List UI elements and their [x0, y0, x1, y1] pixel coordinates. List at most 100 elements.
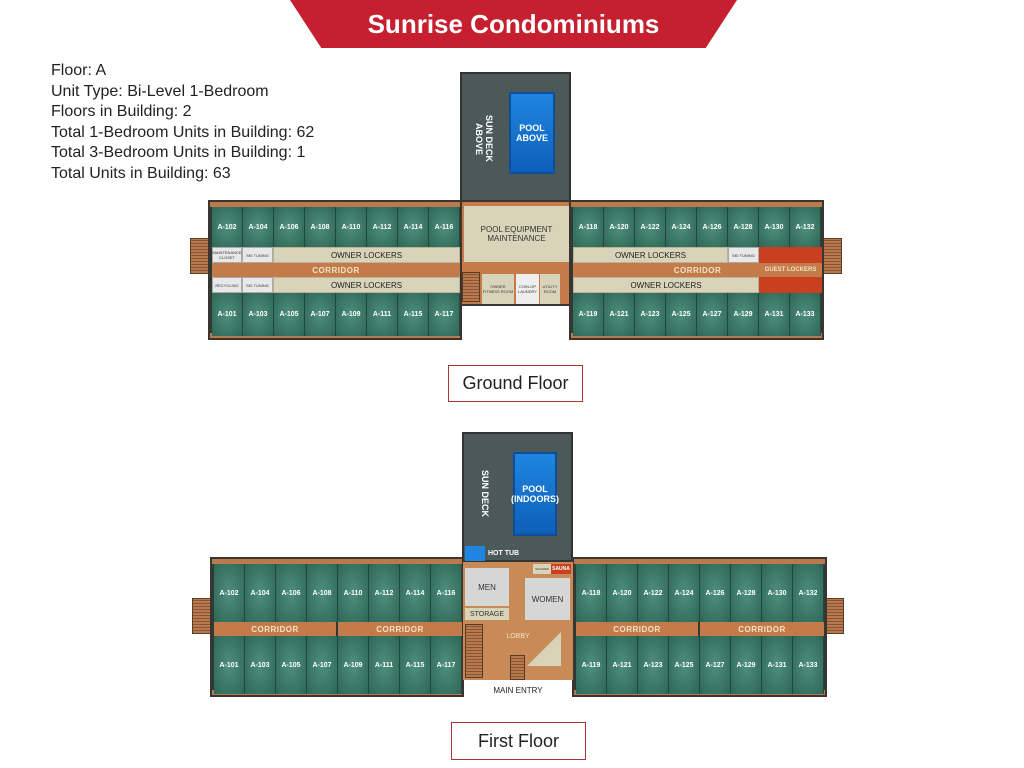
unit: A-119: [576, 636, 607, 694]
ski-tuning: SKI TUNING: [242, 247, 273, 263]
unit: A-129: [728, 293, 759, 336]
unit: A-109: [338, 636, 369, 694]
unit: A-122: [638, 564, 669, 622]
unit: A-110: [338, 564, 369, 622]
info-label: Unit Type: [51, 82, 119, 100]
lobby: LOBBY: [506, 632, 530, 640]
title-banner: Sunrise Condominiums: [290, 0, 737, 48]
stairs-right: [822, 238, 842, 274]
pool-indoors: POOL (INDOORS): [511, 452, 559, 536]
unit: A-125: [666, 293, 697, 336]
unit: A-103: [243, 293, 274, 336]
owner-lockers: OWNER LOCKERS: [273, 247, 460, 263]
unit: A-112: [367, 207, 398, 247]
unit: A-104: [243, 207, 274, 247]
unit: A-127: [697, 293, 728, 336]
unit: A-120: [607, 564, 638, 622]
ground-tower: SUN DECK ABOVE POOL ABOVE: [460, 72, 571, 202]
unit: A-108: [305, 207, 336, 247]
unit: A-124: [669, 564, 700, 622]
unit: A-123: [638, 636, 669, 694]
owner-lockers: OWNER LOCKERS: [573, 247, 728, 263]
women-room: WOMEN: [525, 578, 570, 620]
unit: A-133: [793, 636, 824, 694]
owner-lockers: OWNER LOCKERS: [273, 277, 460, 293]
info-value: Bi-Level 1-Bedroom: [127, 82, 269, 100]
unit: A-118: [573, 207, 604, 247]
main-entry-label: MAIN ENTRY: [493, 686, 543, 695]
men-room: MEN: [465, 568, 509, 606]
unit: A-112: [369, 564, 400, 622]
info-label: Total 1-Bedroom Units in Building: [51, 123, 288, 141]
info-value: 63: [212, 164, 231, 182]
unit: A-119: [573, 293, 604, 336]
unit: A-115: [398, 293, 429, 336]
unit: A-115: [400, 636, 431, 694]
hot-tub-label: HOT TUB: [488, 550, 520, 557]
pool-above: POOL ABOVE: [509, 92, 555, 174]
unit: A-132: [793, 564, 824, 622]
unit: A-106: [274, 207, 305, 247]
stairs-middle: [462, 272, 480, 302]
first-tower: SUN DECK POOL (INDOORS) HOT TUB: [462, 432, 573, 562]
unit: A-107: [307, 636, 338, 694]
info-line: Unit Type: Bi-Level 1-Bedroom: [51, 82, 269, 100]
unit: A-133: [790, 293, 821, 336]
unit: A-102: [214, 564, 245, 622]
unit: A-120: [604, 207, 635, 247]
unit: A-126: [700, 564, 731, 622]
wall-strip: [210, 202, 460, 207]
unit: A-125: [669, 636, 700, 694]
unit: A-123: [635, 293, 666, 336]
unit: A-117: [431, 636, 462, 694]
unit: A-101: [214, 636, 245, 694]
first-floor-label: First Floor: [451, 722, 586, 760]
unit: A-124: [666, 207, 697, 247]
unit: A-117: [429, 293, 460, 336]
info-line: Floors in Building: 2: [51, 103, 192, 120]
unit: A-111: [367, 293, 398, 336]
unit: A-106: [276, 564, 307, 622]
ground-floor-label: Ground Floor: [448, 365, 583, 402]
info-line: Total 3-Bedroom Units in Building: 1: [51, 144, 306, 161]
utility-room: UTILITY ROOM: [540, 274, 560, 304]
hot-tub: [465, 546, 485, 561]
sun-deck-above: SUN DECK ABOVE: [474, 115, 494, 163]
unit: A-131: [759, 293, 790, 336]
unit: A-116: [429, 207, 460, 247]
pool-equipment-room: POOL EQUIPMENT MAINTENANCE: [464, 206, 569, 262]
recycling: RECYCLING: [212, 277, 242, 293]
corridor: CORRIDOR: [700, 622, 824, 636]
corridor: CORRIDOR: [576, 622, 698, 636]
unit: A-114: [398, 207, 429, 247]
lobby-stairs: [465, 624, 483, 678]
fitness-room: OWNER FITNESS ROOM: [482, 274, 514, 304]
unit: A-114: [400, 564, 431, 622]
unit: A-107: [305, 293, 336, 336]
unit: A-116: [431, 564, 462, 622]
unit: A-130: [759, 207, 790, 247]
info-line: Floor: A: [51, 62, 107, 79]
corridor: CORRIDOR: [214, 622, 336, 636]
wall-strip: [212, 559, 462, 564]
info-line: Total Units in Building: 63: [51, 164, 231, 182]
unit: A-105: [274, 293, 305, 336]
info-line: Total 1-Bedroom Units in Building: 62: [51, 123, 315, 141]
unit: A-128: [731, 564, 762, 622]
unit: A-128: [728, 207, 759, 247]
corridor: CORRIDOR: [338, 622, 462, 636]
sun-deck: SUN DECK: [480, 470, 490, 518]
wall-strip: [574, 559, 825, 564]
unit: A-110: [336, 207, 367, 247]
unit: A-109: [336, 293, 367, 336]
info-value: 62: [296, 123, 315, 141]
unit: A-126: [697, 207, 728, 247]
unit: A-129: [731, 636, 762, 694]
unit: A-118: [576, 564, 607, 622]
laundry-room: COIN-OP LAUNDRY: [516, 274, 539, 304]
